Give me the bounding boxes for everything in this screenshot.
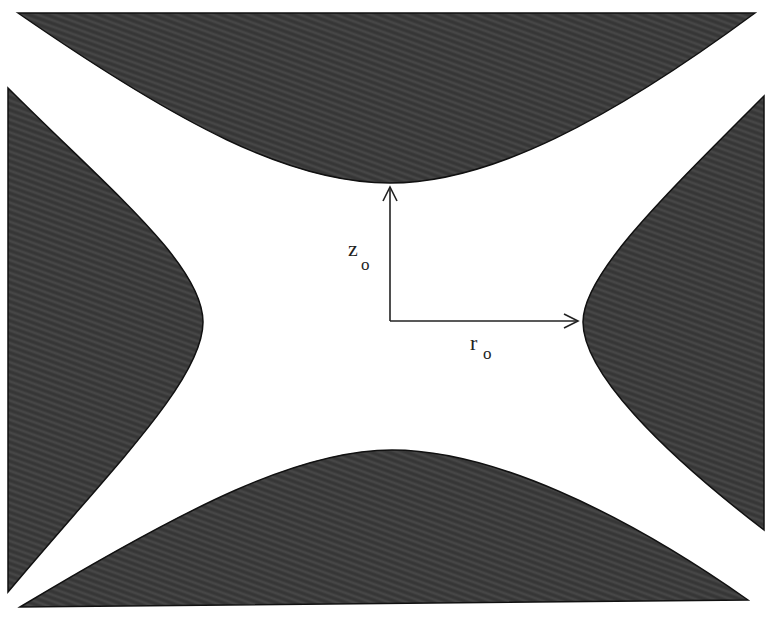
dimension-arrows [383,187,578,328]
radial-subscript: o [483,345,492,362]
axial-symbol: z [348,238,358,260]
left-ring-electrode [8,88,203,592]
radial-symbol: r [470,332,477,354]
axial-subscript: o [361,256,370,273]
right-ring-electrode [583,96,764,530]
top-endcap [18,13,755,183]
bottom-endcap [20,450,748,607]
